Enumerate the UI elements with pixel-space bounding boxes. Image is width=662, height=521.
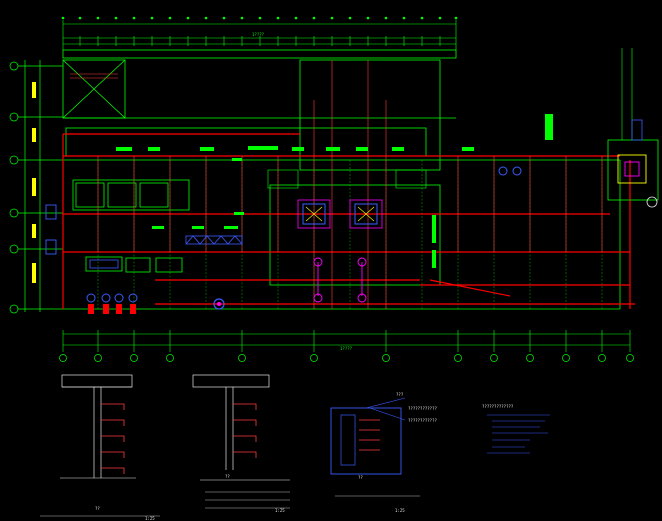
green-equipment-blocks [116, 114, 553, 268]
section-b-scale: 1:25 [275, 508, 285, 513]
table-header: ??? [396, 392, 404, 397]
section-detail-a: ?? 1:25 [60, 374, 155, 521]
note-a: ???????????? [408, 406, 437, 411]
right-side-equipment [498, 48, 659, 208]
central-pump-units [297, 199, 383, 229]
note-c: ????????????? [482, 404, 514, 409]
section-a-scale: 1:25 [145, 516, 155, 521]
left-equipment [45, 204, 183, 273]
left-dimension-texts [32, 82, 36, 283]
bottom-left-valves [86, 293, 225, 314]
note-b: ???????????? [408, 418, 437, 423]
section-c-label: ?? [358, 475, 363, 480]
section-detail-c: ?? 1:25 ??? ???????????? ???????????? [330, 392, 437, 513]
bottom-axis-markers [59, 354, 634, 362]
left-axis-markers [9, 60, 63, 314]
top-dimension-ticks [62, 20, 457, 50]
bottom-dimension-label: 1???? [340, 346, 353, 351]
magenta-accents [313, 257, 367, 303]
bottom-dimension-line [62, 330, 631, 352]
top-dimension-line [63, 23, 456, 45]
top-dimension-label: 1???? [252, 32, 265, 37]
top-column-markers [61, 16, 458, 20]
section-b-label: ?? [225, 474, 230, 479]
notes-block [487, 414, 550, 454]
section-detail-b: ?? 1:25 [192, 374, 290, 513]
section-c-scale: 1:25 [395, 508, 405, 513]
truss-beam [185, 235, 243, 245]
caption-lines [40, 491, 420, 517]
section-a-label: ?? [95, 506, 100, 511]
main-red-pipes [62, 133, 635, 309]
